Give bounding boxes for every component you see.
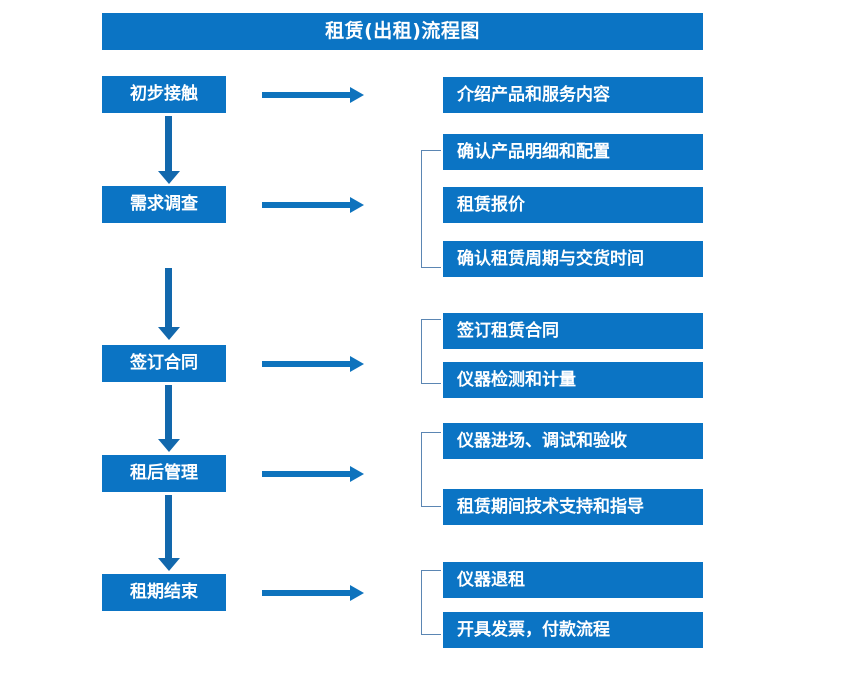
down-arrow-stage2-to-stage3 bbox=[158, 268, 180, 340]
detail-box-3-1[interactable]: 签订租赁合同 bbox=[443, 313, 703, 349]
detail-box-5-2[interactable]: 开具发票，付款流程 bbox=[443, 612, 703, 648]
stage-label-3: 签订合同 bbox=[130, 353, 198, 373]
detail-label-2-2: 租赁报价 bbox=[457, 194, 525, 215]
right-arrow-stage1 bbox=[262, 87, 364, 103]
group-bracket-stage3 bbox=[421, 319, 441, 384]
arrow-shaft bbox=[262, 92, 352, 98]
detail-box-2-1[interactable]: 确认产品明细和配置 bbox=[443, 134, 703, 170]
arrow-head bbox=[350, 197, 364, 213]
stage-label-2: 需求调查 bbox=[130, 194, 198, 214]
stage-box-4[interactable]: 租后管理 bbox=[102, 455, 226, 492]
detail-label-5-1: 仪器退租 bbox=[457, 569, 525, 590]
arrow-head bbox=[158, 327, 180, 340]
arrow-head bbox=[350, 585, 364, 601]
down-arrow-stage1-to-stage2 bbox=[158, 116, 180, 184]
arrow-head bbox=[350, 356, 364, 372]
arrow-shaft bbox=[165, 268, 172, 327]
right-arrow-stage5 bbox=[262, 585, 364, 601]
down-arrow-stage4-to-stage5 bbox=[158, 495, 180, 571]
detail-label-1-1: 介绍产品和服务内容 bbox=[457, 84, 610, 105]
detail-box-3-2[interactable]: 仪器检测和计量 bbox=[443, 362, 703, 398]
detail-box-1-1[interactable]: 介绍产品和服务内容 bbox=[443, 77, 703, 113]
down-arrow-stage3-to-stage4 bbox=[158, 385, 180, 452]
detail-box-2-2[interactable]: 租赁报价 bbox=[443, 187, 703, 223]
arrow-head bbox=[158, 558, 180, 571]
stage-label-1: 初步接触 bbox=[130, 84, 198, 104]
stage-box-1[interactable]: 初步接触 bbox=[102, 76, 226, 113]
arrow-shaft bbox=[262, 471, 352, 477]
detail-label-3-2: 仪器检测和计量 bbox=[457, 369, 576, 390]
arrow-shaft bbox=[262, 361, 352, 367]
arrow-head bbox=[350, 466, 364, 482]
arrow-head bbox=[158, 439, 180, 452]
detail-box-5-1[interactable]: 仪器退租 bbox=[443, 562, 703, 598]
detail-label-4-1: 仪器进场、调试和验收 bbox=[457, 430, 627, 451]
detail-label-5-2: 开具发票，付款流程 bbox=[457, 619, 610, 640]
right-arrow-stage2 bbox=[262, 197, 364, 213]
detail-label-2-1: 确认产品明细和配置 bbox=[457, 141, 610, 162]
arrow-shaft bbox=[165, 495, 172, 558]
stage-label-5: 租期结束 bbox=[130, 582, 198, 602]
detail-label-2-3: 确认租赁周期与交货时间 bbox=[457, 248, 644, 269]
arrow-head bbox=[350, 87, 364, 103]
arrow-head bbox=[158, 171, 180, 184]
diagram-title: 租赁(出租)流程图 bbox=[325, 20, 480, 42]
arrow-shaft bbox=[165, 385, 172, 439]
group-bracket-stage4 bbox=[421, 432, 441, 507]
detail-label-3-1: 签订租赁合同 bbox=[457, 320, 559, 341]
detail-box-4-2[interactable]: 租赁期间技术支持和指导 bbox=[443, 489, 703, 525]
arrow-shaft bbox=[262, 202, 352, 208]
arrow-shaft bbox=[262, 590, 352, 596]
stage-box-3[interactable]: 签订合同 bbox=[102, 345, 226, 382]
detail-box-4-1[interactable]: 仪器进场、调试和验收 bbox=[443, 423, 703, 459]
stage-label-4: 租后管理 bbox=[130, 463, 198, 483]
detail-label-4-2: 租赁期间技术支持和指导 bbox=[457, 496, 644, 517]
group-bracket-stage5 bbox=[421, 570, 441, 635]
stage-box-5[interactable]: 租期结束 bbox=[102, 574, 226, 611]
detail-box-2-3[interactable]: 确认租赁周期与交货时间 bbox=[443, 241, 703, 277]
group-bracket-stage2 bbox=[421, 150, 441, 268]
stage-box-2[interactable]: 需求调查 bbox=[102, 186, 226, 223]
arrow-shaft bbox=[165, 116, 172, 171]
right-arrow-stage4 bbox=[262, 466, 364, 482]
diagram-title-bar: 租赁(出租)流程图 bbox=[102, 13, 703, 50]
right-arrow-stage3 bbox=[262, 356, 364, 372]
